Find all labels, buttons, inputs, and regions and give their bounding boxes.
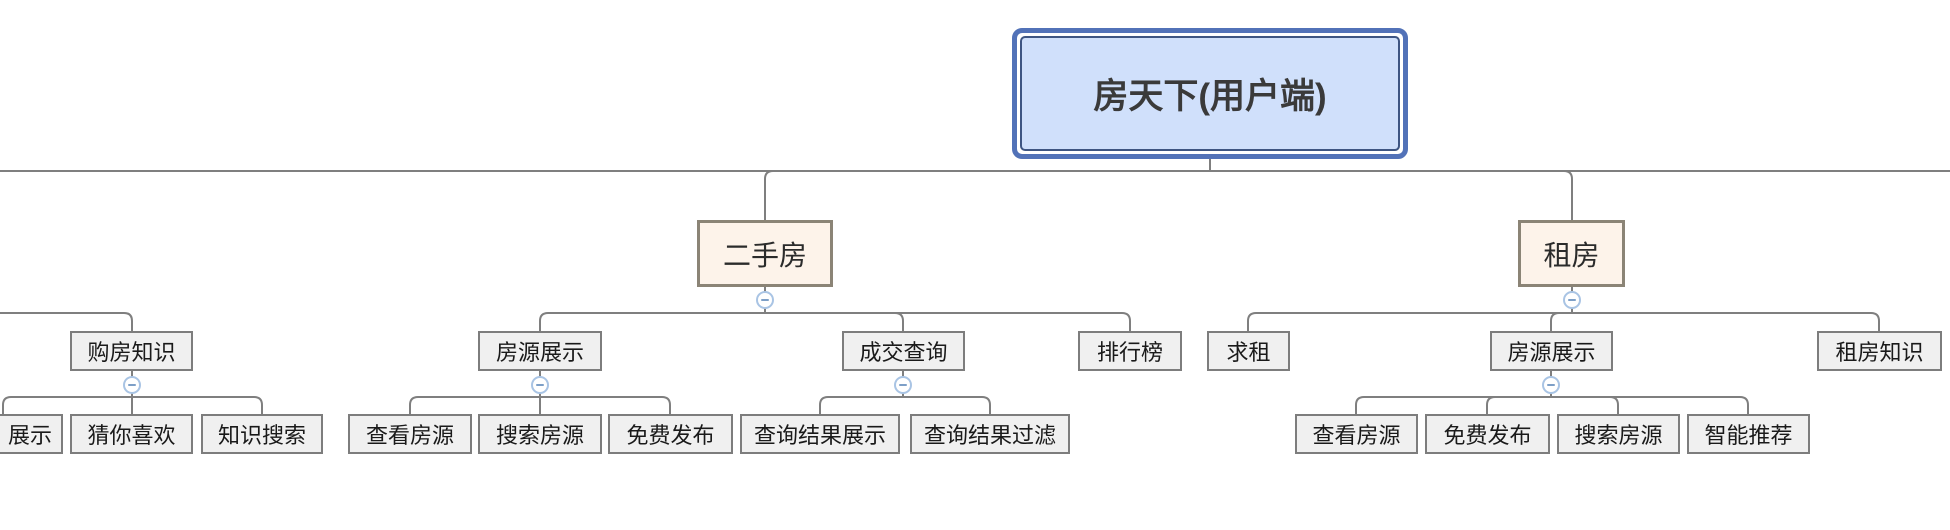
node-chaxun-jieguo-guolv[interactable]: 查询结果过滤 <box>910 414 1070 454</box>
node-sousuo-fangyuan-right[interactable]: 搜索房源 <box>1557 414 1680 454</box>
node-chengjiao-chaxun[interactable]: 成交查询 <box>842 331 965 371</box>
node-zhineng-tuijian[interactable]: 智能推荐 <box>1687 414 1810 454</box>
node-chakan-fangyuan-right[interactable]: 查看房源 <box>1295 414 1418 454</box>
node-chakan-fangyuan-left[interactable]: 查看房源 <box>348 414 472 454</box>
node-goufang-zhishi[interactable]: 购房知识 <box>70 331 193 371</box>
node-cainixihuan[interactable]: 猜你喜欢 <box>70 414 193 454</box>
node-qiuzu[interactable]: 求租 <box>1207 331 1290 371</box>
minus-icon <box>128 384 136 386</box>
node-chaxun-jieguo-zhanshi[interactable]: 查询结果展示 <box>740 414 900 454</box>
node-zufang-zhishi[interactable]: 租房知识 <box>1817 331 1942 371</box>
node-root[interactable]: 房天下(用户端) <box>1012 28 1408 159</box>
node-zufang[interactable]: 租房 <box>1518 220 1625 287</box>
node-zhishi-sousuo[interactable]: 知识搜索 <box>201 414 323 454</box>
node-fangyuan-zhanshi-left[interactable]: 房源展示 <box>478 331 602 371</box>
node-mianfei-fabu-left[interactable]: 免费发布 <box>608 414 733 454</box>
node-root-label: 房天下(用户端) <box>1020 36 1400 151</box>
collapse-button-chengjiao-chaxun[interactable] <box>894 376 912 394</box>
minus-icon <box>536 384 544 386</box>
node-mianfei-fabu-right[interactable]: 免费发布 <box>1425 414 1550 454</box>
minus-icon <box>761 299 769 301</box>
minus-icon <box>899 384 907 386</box>
minus-icon <box>1568 299 1576 301</box>
node-zhanshi-clipped[interactable]: 展示 <box>0 414 63 454</box>
collapse-button-fangyuan-zhanshi-right[interactable] <box>1542 376 1560 394</box>
collapse-button-fangyuan-zhanshi-left[interactable] <box>531 376 549 394</box>
node-sousuo-fangyuan-left[interactable]: 搜索房源 <box>478 414 602 454</box>
collapse-button-zufang[interactable] <box>1563 291 1581 309</box>
node-paihangbang[interactable]: 排行榜 <box>1078 331 1182 371</box>
collapse-button-goufang-zhishi[interactable] <box>123 376 141 394</box>
minus-icon <box>1547 384 1555 386</box>
node-fangyuan-zhanshi-right[interactable]: 房源展示 <box>1490 331 1613 371</box>
collapse-button-ershoufang[interactable] <box>756 291 774 309</box>
node-ershoufang[interactable]: 二手房 <box>697 220 833 287</box>
